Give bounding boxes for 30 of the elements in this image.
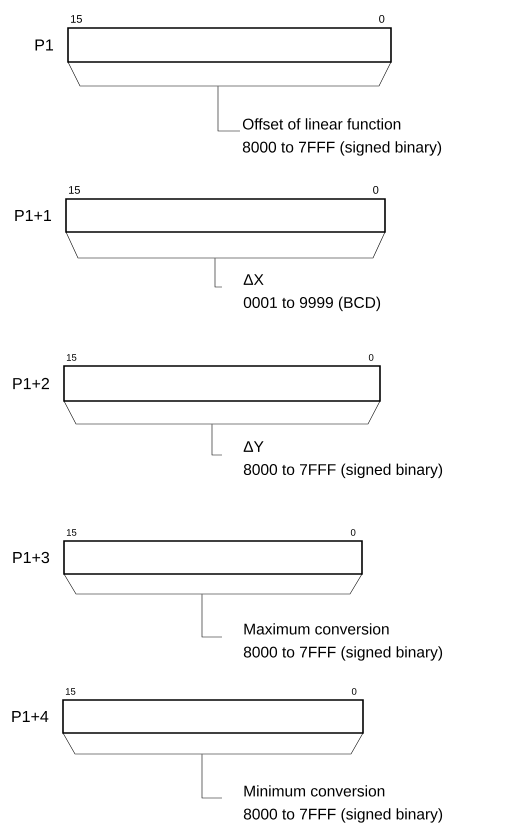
register-drawing xyxy=(63,365,381,424)
register-name: P1+3 xyxy=(13,552,50,564)
bit-number: 15 xyxy=(69,186,80,194)
bit-number: 15 xyxy=(71,15,82,23)
leader-line xyxy=(202,594,222,638)
register-drawing xyxy=(63,540,363,594)
register-name: P1+1 xyxy=(15,210,52,221)
bit-number: 0 xyxy=(350,529,356,536)
description-text: ΔX 0001 to 9999 (BCD) xyxy=(244,274,380,312)
leader-line xyxy=(214,258,222,288)
bit-number: 0 xyxy=(368,354,374,361)
description-text: ΔY 8000 to 7FFF (signed binary) xyxy=(244,441,442,478)
register-drawing xyxy=(62,699,364,754)
bit-number: 0 xyxy=(379,15,384,23)
leader-line xyxy=(218,86,240,132)
register-name: P1+4 xyxy=(12,711,48,722)
bit-number: 0 xyxy=(352,688,356,695)
bit-number: 0 xyxy=(373,186,378,194)
bit-number: 15 xyxy=(66,688,76,695)
description-text: Minimum conversion 8000 to 7FFF (signed binary) xyxy=(244,785,442,823)
register-name: P1 xyxy=(36,40,54,51)
bit-number: 15 xyxy=(66,354,76,361)
bit-number: 15 xyxy=(66,529,76,536)
description-text: Maximum conversion 8000 to 7FFF (signed binary) xyxy=(244,623,442,661)
register-drawing xyxy=(65,198,386,258)
register-drawing xyxy=(67,27,392,86)
register-name: P1+2 xyxy=(13,378,49,390)
description-text: Offset of linear function 8000 to 7FFF (signed binary) xyxy=(242,118,442,156)
leader-line xyxy=(202,754,222,798)
leader-line xyxy=(212,424,222,456)
